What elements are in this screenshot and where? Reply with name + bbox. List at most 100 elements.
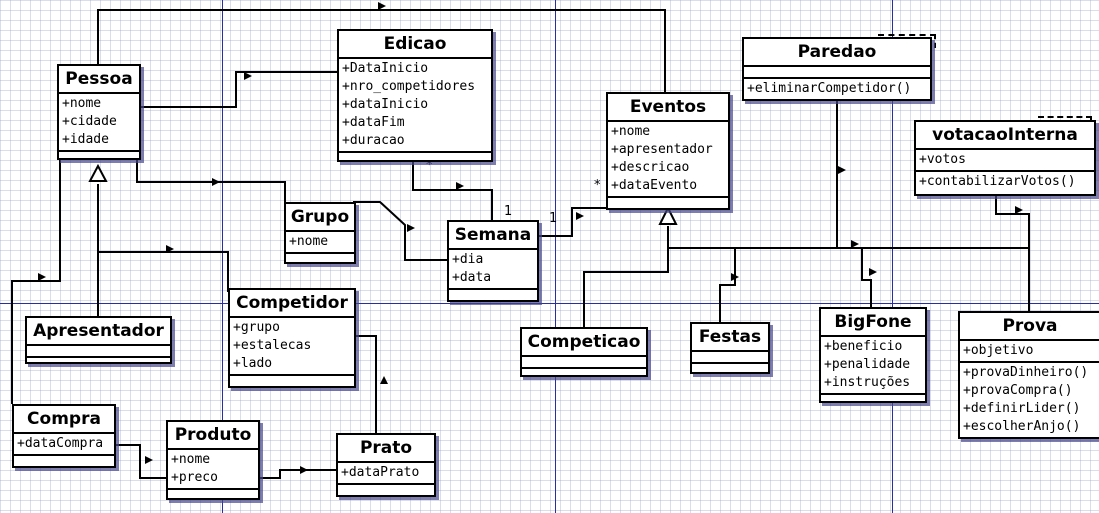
- operation: +escolherAnjo(): [963, 419, 1081, 434]
- attributes-compartment: +nome: [286, 232, 354, 254]
- nav-arrow-icon: [1015, 206, 1023, 214]
- attribute: +estalecas: [233, 338, 312, 353]
- attribute: +nro_competidores: [342, 79, 476, 94]
- class-compra[interactable]: Compra +dataCompra: [12, 404, 116, 468]
- attributes-compartment: +DataInicio +nro_competidores +dataInicio +…: [339, 59, 491, 153]
- operations-compartment: [339, 153, 491, 163]
- class-name: Edicao: [339, 31, 491, 59]
- class-name: votacaoInterna: [916, 122, 1094, 150]
- class-competidor[interactable]: Competidor +grupo +estalecas +lado: [228, 288, 356, 388]
- attributes-compartment: +votos: [916, 150, 1094, 172]
- nav-arrow-icon: [838, 166, 846, 174]
- semana-eventos-association: [535, 207, 610, 237]
- class-prato[interactable]: Prato+dataPrato: [336, 433, 436, 497]
- operations-compartment: [821, 395, 925, 405]
- class-name: Festas: [692, 324, 768, 352]
- attributes-compartment: +dia +data: [449, 250, 537, 290]
- attribute: +duracao: [342, 133, 405, 148]
- eventos-subclass-bus: [667, 226, 1029, 249]
- operation: +provaDinheiro(): [963, 365, 1089, 380]
- attribute: +dataInicio: [342, 97, 429, 112]
- attribute: +dia: [452, 252, 484, 267]
- competidor-generalization: [98, 251, 229, 292]
- attribute: +votos: [919, 152, 966, 167]
- class-name: Produto: [168, 422, 258, 450]
- attribute: +DataInicio: [342, 61, 429, 76]
- operations-compartment: [59, 152, 139, 162]
- multiplicity-label: *: [594, 178, 601, 193]
- attributes-compartment: [522, 357, 646, 369]
- attribute: +data: [452, 270, 492, 285]
- attribute: +grupo: [233, 320, 280, 335]
- votacao-prova-association: [995, 193, 1030, 248]
- attributes-compartment: +dataPrato: [338, 463, 434, 485]
- class-competicao[interactable]: Competicao: [520, 327, 648, 377]
- festas-branch: [719, 248, 736, 322]
- class-apresentador[interactable]: Apresentador: [25, 316, 172, 364]
- class-name: Competidor: [230, 290, 354, 318]
- class-bigfone[interactable]: BigFone+beneficio+penalidade+instruções: [819, 307, 927, 403]
- class-grupo[interactable]: Grupo+nome: [284, 202, 356, 264]
- competidor-prato-association: [352, 335, 377, 434]
- class-name: Eventos: [608, 94, 728, 122]
- class-semana[interactable]: Semana+dia+data: [447, 220, 539, 302]
- attribute: +lado: [233, 356, 273, 371]
- class-prova[interactable]: Prova+objetivo+provaDinheiro()+provaComp…: [958, 311, 1099, 439]
- generalization-triangle-icon: [658, 205, 678, 225]
- nav-arrow-icon: [407, 224, 415, 232]
- attribute: +nome: [171, 452, 211, 467]
- attributes-compartment: [692, 352, 768, 364]
- class-votacao-interna[interactable]: votacaoInterna +votos +contabilizarVotos(): [914, 120, 1096, 196]
- attributes-compartment: +grupo +estalecas +lado: [230, 318, 354, 376]
- operation: +provaCompra(): [963, 383, 1073, 398]
- attribute: +instruções: [824, 375, 911, 390]
- attributes-compartment: +objetivo: [960, 341, 1099, 363]
- class-name: Compra: [14, 406, 114, 434]
- operation: +eliminarCompetidor(): [747, 81, 912, 96]
- class-name: Pessoa: [59, 66, 139, 94]
- produto-prato-association: [257, 469, 337, 479]
- operations-compartment: [692, 364, 768, 374]
- nav-arrow-icon: [380, 376, 388, 384]
- template-marker: [878, 34, 936, 48]
- attribute: +apresentador: [611, 142, 713, 157]
- operation: +definirLider(): [963, 401, 1081, 416]
- operations-compartment: [27, 358, 170, 368]
- class-pessoa[interactable]: Pessoa+nome+cidade+idade: [57, 64, 141, 160]
- operations-compartment: [608, 198, 728, 208]
- competicao-branch: [583, 248, 669, 327]
- attributes-compartment: +nome+cidade+idade: [59, 94, 139, 152]
- operations-compartment: [449, 290, 537, 300]
- class-festas[interactable]: Festas: [690, 322, 770, 374]
- edicao-semana-association: [412, 159, 493, 221]
- class-eventos[interactable]: Eventos+nome+apresentador+descricao+data…: [606, 92, 730, 210]
- class-name: Paredao: [744, 39, 930, 67]
- attribute: +idade: [62, 132, 109, 147]
- class-edicao[interactable]: Edicao +DataInicio +nro_competidores +dataI…: [337, 29, 493, 162]
- attribute: +dataCompra: [17, 436, 104, 451]
- operations-compartment: +provaDinheiro() +provaCompra() +definirLi…: [960, 363, 1099, 437]
- nav-arrow-icon: [244, 72, 252, 80]
- operations-compartment: [168, 490, 258, 500]
- grid-guide-line: [892, 0, 893, 513]
- pessoa-eventos-association: [97, 9, 666, 92]
- attribute: +preco: [171, 470, 218, 485]
- attribute: +nome: [611, 124, 651, 139]
- class-produto[interactable]: Produto +nome +preco: [166, 420, 260, 500]
- attributes-compartment: +nome+apresentador+descricao+dataEvento: [608, 122, 728, 198]
- multiplicity-label: *: [426, 158, 433, 173]
- grid-guide-line: [222, 0, 223, 513]
- attribute: +nome: [62, 96, 102, 111]
- class-paredao[interactable]: Paredao +eliminarCompetidor(): [742, 37, 932, 101]
- operations-compartment: [338, 485, 434, 495]
- attributes-compartment: +nome +preco: [168, 450, 258, 490]
- nav-arrow-icon: [731, 273, 739, 281]
- operation: +contabilizarVotos(): [919, 174, 1076, 189]
- compra-produto-association: [112, 444, 167, 479]
- attributes-compartment: +dataCompra: [14, 434, 114, 456]
- grupo-semana-association: [353, 201, 448, 261]
- grid-guide-line: [0, 303, 1099, 304]
- nav-arrow-icon: [38, 273, 46, 281]
- attribute: +objetivo: [963, 343, 1034, 358]
